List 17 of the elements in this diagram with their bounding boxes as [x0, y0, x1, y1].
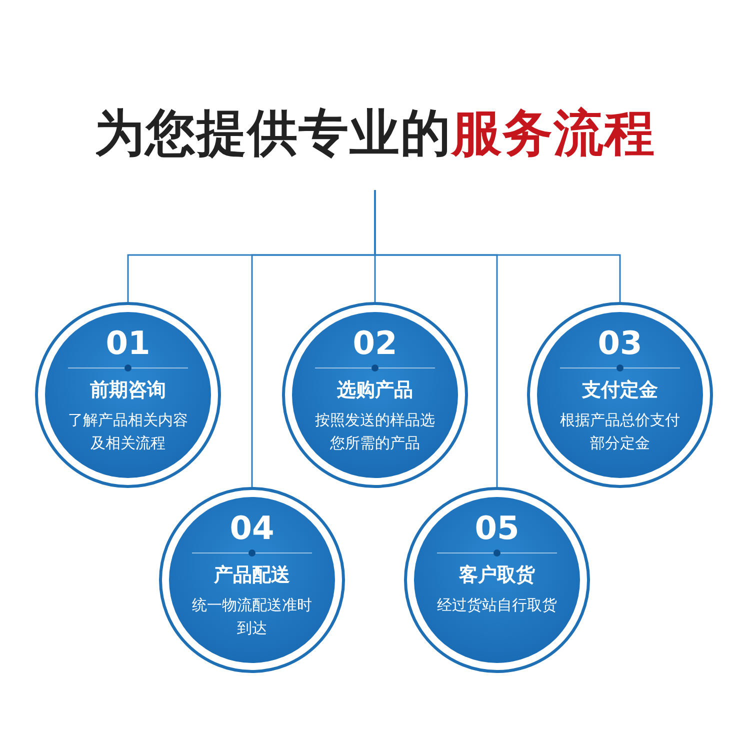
- step-number: 01: [106, 326, 150, 362]
- step-heading: 产品配送: [214, 563, 290, 588]
- step-description: 经过货站自行取货: [436, 595, 558, 616]
- step-number: 05: [474, 511, 520, 546]
- step-number: 04: [230, 511, 274, 546]
- title: 为您提供专业的服务流程: [94, 103, 656, 164]
- step-description: 按照发送的样品选您所需的产品: [314, 410, 436, 454]
- step-description: 统一物流配送准时到达: [191, 595, 313, 640]
- connector-line: [374, 190, 621, 302]
- step-heading: 客户取货: [459, 563, 535, 588]
- step-description: 了解产品相关内容及相关流程: [67, 410, 189, 454]
- step-heading: 选购产品: [337, 378, 413, 404]
- step-description: 根据产品总价支付部分定金: [559, 410, 681, 454]
- step-number: 03: [598, 326, 642, 362]
- step-heading: 支付定金: [582, 378, 658, 404]
- step-heading: 前期咨询: [90, 378, 166, 404]
- step-number: 02: [352, 326, 398, 362]
